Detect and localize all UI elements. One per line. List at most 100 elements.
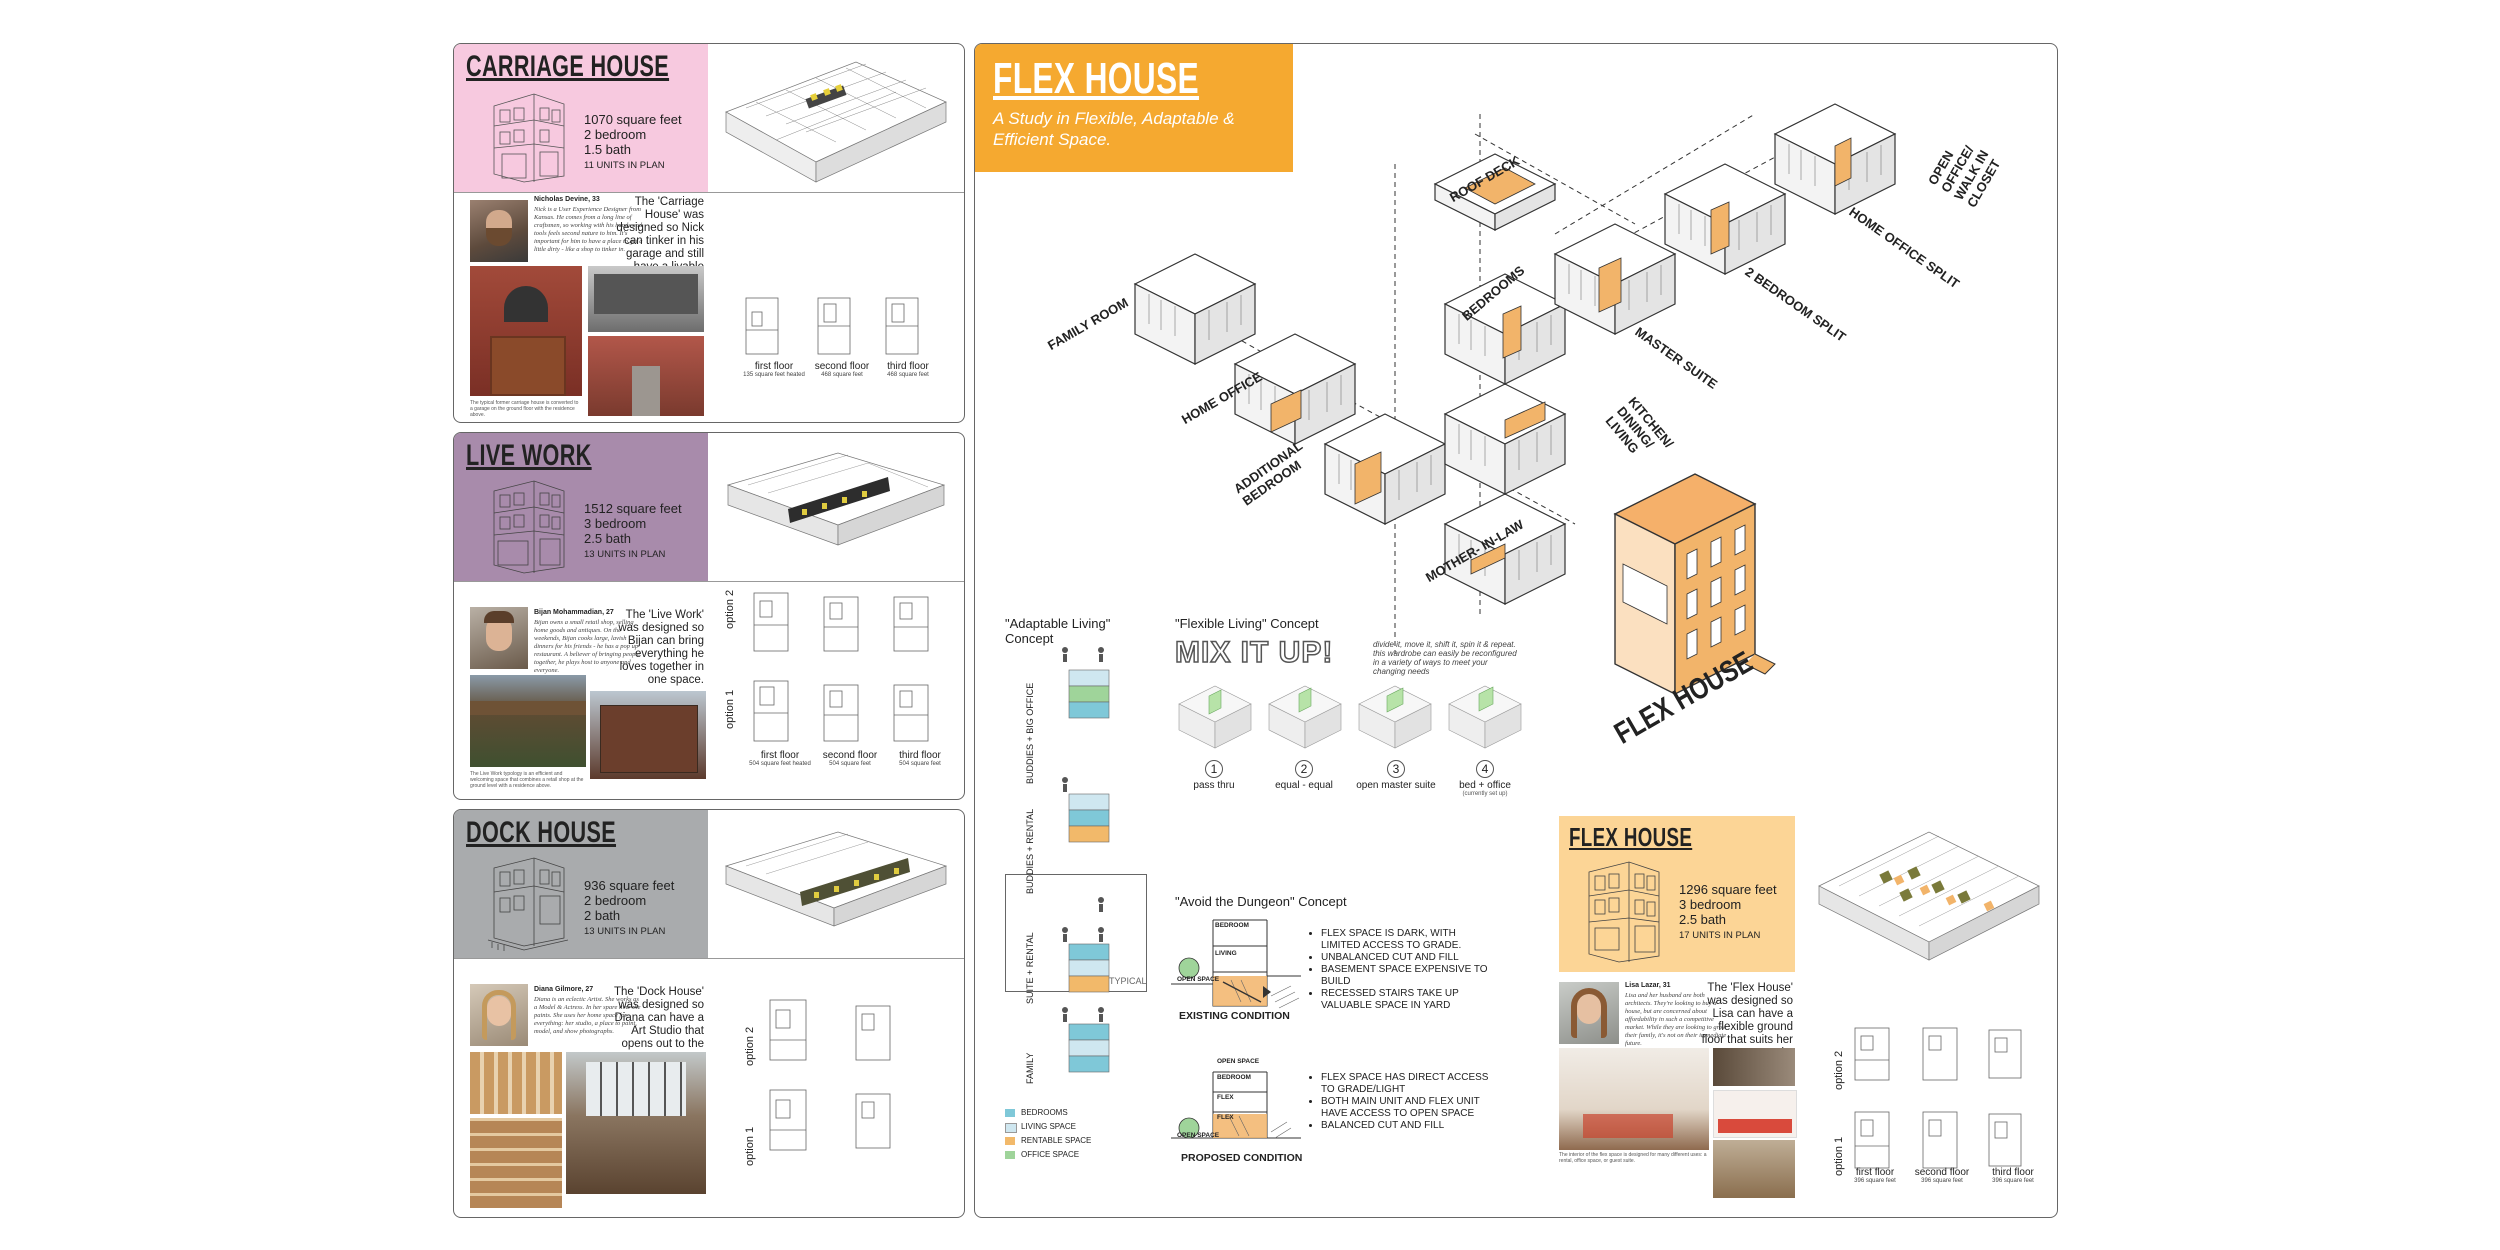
existing-tag-living: LIVING xyxy=(1215,950,1237,957)
dock-floor-plans xyxy=(769,999,891,1151)
avatar-hair xyxy=(484,611,514,623)
photo-rug xyxy=(1583,1114,1673,1138)
flex-house-panel: FLEX HOUSE A Study in Flexible, Adaptabl… xyxy=(974,43,2058,1218)
person-bio: Lisa and her husband are both architects… xyxy=(1625,992,1727,1047)
live-work-title: LIVE WORK xyxy=(466,439,592,472)
floor-sub: 396 square feet xyxy=(1854,1178,1896,1184)
dock-house-specs: 936 square feet 2 bedroom 2 bath xyxy=(584,878,674,923)
flexible-option-3: 3 open master suite xyxy=(1353,760,1439,791)
live-work-units: 13 UNITS IN PLAN xyxy=(584,549,666,560)
floor-sub: 504 square feet xyxy=(829,761,871,767)
option-label: equal - equal xyxy=(1275,780,1333,791)
legend-item: BEDROOMS xyxy=(1005,1106,1091,1120)
carriage-photo-courtyard xyxy=(588,336,704,416)
legend-item: OFFICE SPACE xyxy=(1005,1148,1091,1162)
spec-sqft: 936 square feet xyxy=(584,878,675,893)
person-bio: Bijan owns a small retail shop, selling … xyxy=(534,619,641,674)
spec-bath: 2 bath xyxy=(584,908,621,923)
dock-house-header-bg xyxy=(454,810,708,958)
dock-house-sketch xyxy=(487,857,569,951)
flex-card-sketch xyxy=(1588,861,1660,963)
adaptable-label-1: BUDDIES + RENTAL xyxy=(1025,808,1035,894)
floor-label: first floor xyxy=(754,361,794,372)
adaptable-label-2: SUITE + RENTAL xyxy=(1025,932,1035,1004)
proposed-tag-bedroom: BEDROOM xyxy=(1217,1074,1251,1081)
dock-house-title: DOCK HOUSE xyxy=(466,816,617,849)
photo-caption: The interior of the flex space is design… xyxy=(1559,1152,1707,1164)
live-work-panel: LIVE WORK 1512 square feet 3 bedroom 2.5… xyxy=(453,432,965,800)
proposed-condition-label: PROPOSED CONDITION xyxy=(1181,1152,1303,1164)
spec-bath: 1.5 bath xyxy=(584,142,631,157)
proposed-condition-section xyxy=(1171,1071,1301,1139)
mix-it-up-text: divide it, move it, shift it, spin it & … xyxy=(1373,640,1517,676)
legend-label: BEDROOMS xyxy=(1021,1108,1068,1117)
carriage-house-divider xyxy=(454,192,964,193)
flexible-option-1: 1 pass thru xyxy=(1175,760,1253,791)
spec-sqft: 1070 square feet xyxy=(584,112,682,127)
option-label: open master suite xyxy=(1356,780,1436,791)
live-work-specs: 1512 square feet 3 bedroom 2.5 bath xyxy=(584,501,682,546)
floor-sub: 396 square feet xyxy=(1992,1178,2034,1184)
bullet-item: UNBALANCED CUT AND FILL xyxy=(1321,952,1491,964)
bullet-item: FLEX SPACE HAS DIRECT ACCESS TO GRADE/LI… xyxy=(1321,1072,1491,1096)
floor-label: third floor xyxy=(887,361,929,372)
live-work-photo-rail xyxy=(470,675,586,767)
live-work-photo-storefront xyxy=(590,691,706,779)
mix-it-up-title: MIX IT UP! xyxy=(1174,635,1334,670)
dock-option1-label: option 1 xyxy=(744,1126,756,1166)
option-label: bed + office xyxy=(1459,780,1511,791)
live-work-sketch xyxy=(493,480,565,574)
existing-tag-open-space: OPEN SPACE xyxy=(1177,976,1220,983)
photo-window-grid xyxy=(586,1062,686,1116)
design-quote: The 'Live Work' was designed so Bijan ca… xyxy=(618,609,704,686)
photo-building xyxy=(594,274,698,314)
spec-sqft: 1296 square feet xyxy=(1679,882,1777,897)
floor-label: first floor xyxy=(1855,1167,1895,1178)
person-name: Bijan Mohammadian, 27 xyxy=(534,609,614,616)
dock-option2-label: option 2 xyxy=(744,1026,756,1066)
design-quote: The 'Dock House' was designed so Diana c… xyxy=(613,986,704,1063)
proposed-bullets: FLEX SPACE HAS DIRECT ACCESS TO GRADE/LI… xyxy=(1307,1072,1491,1132)
option-number-circle: 3 xyxy=(1387,760,1405,778)
floor-label: third floor xyxy=(899,750,941,761)
existing-condition-section xyxy=(1171,919,1301,1009)
avatar xyxy=(470,607,528,669)
floor-sub: 504 square feet heated xyxy=(749,761,811,767)
bullet-item: BASEMENT SPACE EXPENSIVE TO BUILD xyxy=(1321,964,1491,988)
existing-bullets: FLEX SPACE IS DARK, WITH LIMITED ACCESS … xyxy=(1307,928,1491,1012)
legend-item: LIVING SPACE xyxy=(1005,1120,1091,1134)
legend-swatch xyxy=(1005,1151,1015,1159)
live-work-floor-plans xyxy=(753,592,929,742)
adaptable-legend: BEDROOMS LIVING SPACE RENTABLE SPACE OFF… xyxy=(1005,1106,1092,1162)
dock-house-divider xyxy=(454,958,964,959)
avatar xyxy=(470,200,528,262)
floor-label: second floor xyxy=(814,361,870,372)
flexible-option-4: 4 bed + office (currently set up) xyxy=(1445,760,1525,797)
carriage-house-title: CARRIAGE HOUSE xyxy=(466,50,670,83)
existing-condition-label: EXISTING CONDITION xyxy=(1179,1010,1290,1022)
floor-label: third floor xyxy=(1992,1167,2034,1178)
option-number-circle: 2 xyxy=(1295,760,1313,778)
live-work-option2-label: option 2 xyxy=(724,589,736,629)
proposed-tag-open-space-top: OPEN SPACE xyxy=(1217,1058,1260,1065)
option-sub: (currently set up) xyxy=(1462,791,1508,797)
adaptable-label-3: FAMILY xyxy=(1025,1052,1035,1084)
legend-swatch xyxy=(1005,1123,1017,1133)
live-work-header-bg xyxy=(454,433,708,581)
photo-bridge xyxy=(470,701,586,715)
dock-house-panel: DOCK HOUSE 936 square feet 2 bedroom 2 b… xyxy=(453,809,965,1218)
legend-swatch xyxy=(1005,1109,1015,1117)
proposed-tag-flex-2: FLEX xyxy=(1217,1114,1234,1121)
person-bio: Diana is an eclectic Artist. She works a… xyxy=(534,996,641,1035)
flex-photo-listing xyxy=(1713,1090,1797,1138)
photo-listing-bar xyxy=(1718,1119,1792,1133)
person-name: Diana Gilmore, 27 xyxy=(534,986,594,993)
floor-sub: 504 square feet xyxy=(899,761,941,767)
live-work-option1-label: option 1 xyxy=(724,689,736,729)
legend-label: RENTABLE SPACE xyxy=(1021,1136,1092,1145)
flexible-option-2: 2 equal - equal xyxy=(1265,760,1343,791)
person-bio: Nick is a User Experience Designer from … xyxy=(534,206,643,253)
